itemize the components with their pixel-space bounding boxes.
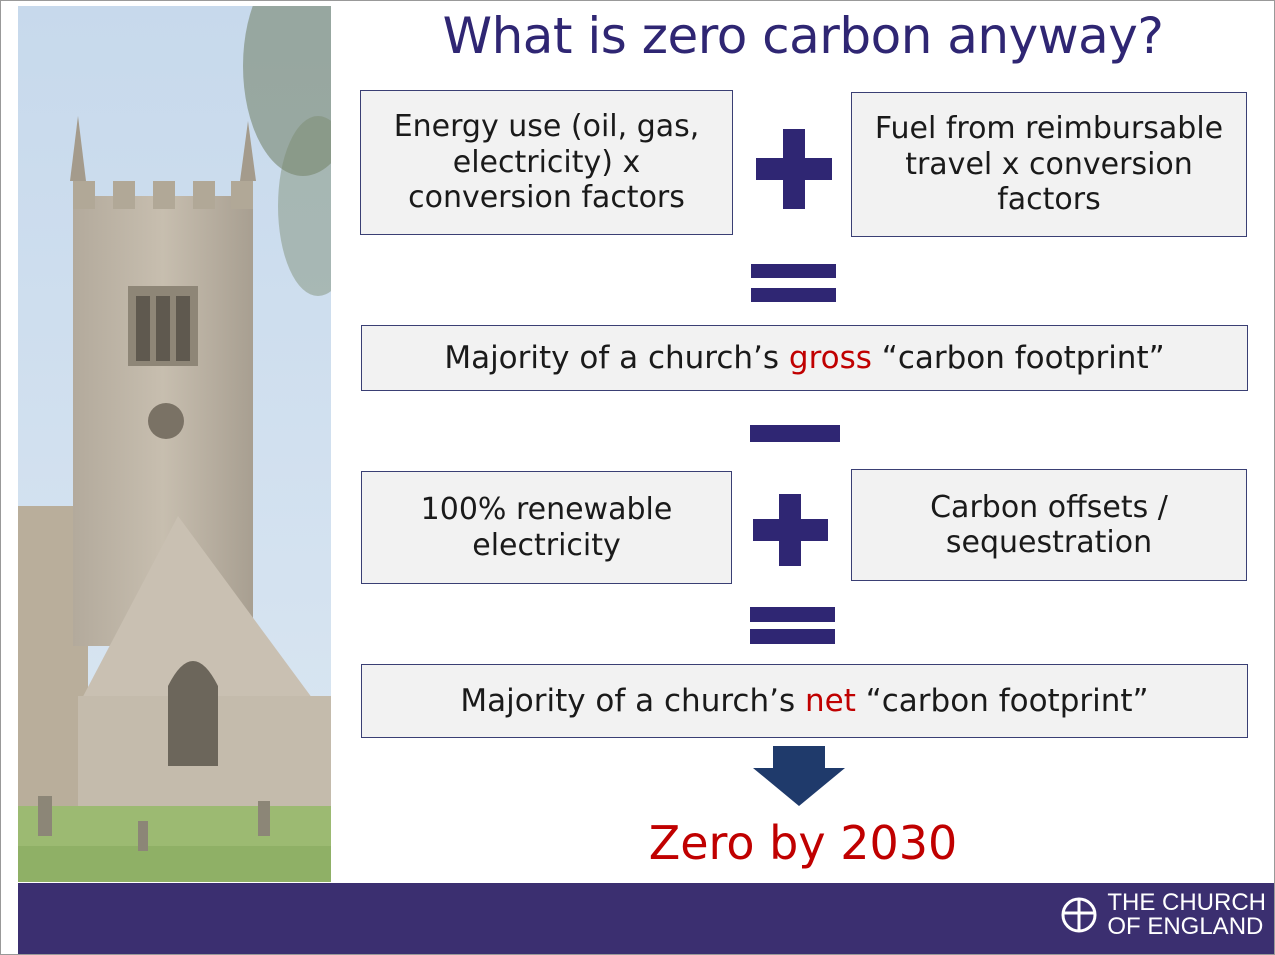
carbon-offsets-text: Carbon offsets / sequestration: [930, 489, 1168, 560]
travel-fuel-box: Fuel from reimbursable travel x conversi…: [851, 92, 1247, 237]
cross-circle-icon: [1061, 897, 1097, 933]
energy-use-box: Energy use (oil, gas, electricity) x con…: [360, 90, 733, 235]
church-photo: [18, 6, 331, 882]
net-emphasis: net: [804, 682, 856, 719]
gross-footprint-box: Majority of a church’s gross “carbon foo…: [361, 325, 1248, 391]
minus-operator: [750, 425, 840, 442]
renewable-electricity-text: 100% renewable electricity: [420, 492, 673, 563]
footer-bar: THE CHURCH OF ENGLAND: [18, 883, 1274, 954]
slide-title: What is zero carbon anyway?: [442, 7, 1164, 65]
carbon-offsets-box: Carbon offsets / sequestration: [851, 469, 1247, 581]
renewable-electricity-box: 100% renewable electricity: [361, 471, 732, 584]
gross-footprint-text: Majority of a church’s gross “carbon foo…: [444, 339, 1165, 376]
logo-line-1: THE CHURCH: [1107, 889, 1266, 916]
travel-fuel-text: Fuel from reimbursable travel x conversi…: [874, 111, 1224, 218]
net-footprint-text: Majority of a church’s net “carbon footp…: [460, 682, 1149, 719]
result-text: Zero by 2030: [648, 816, 958, 870]
logo-line-2: OF ENGLAND: [1107, 912, 1264, 940]
net-footprint-box: Majority of a church’s net “carbon footp…: [361, 664, 1248, 738]
down-arrow-icon: [753, 746, 845, 806]
gross-emphasis: gross: [788, 339, 872, 376]
energy-use-text: Energy use (oil, gas, electricity) x con…: [393, 109, 700, 216]
church-of-england-logo: THE CHURCH OF ENGLAND: [1059, 891, 1266, 938]
